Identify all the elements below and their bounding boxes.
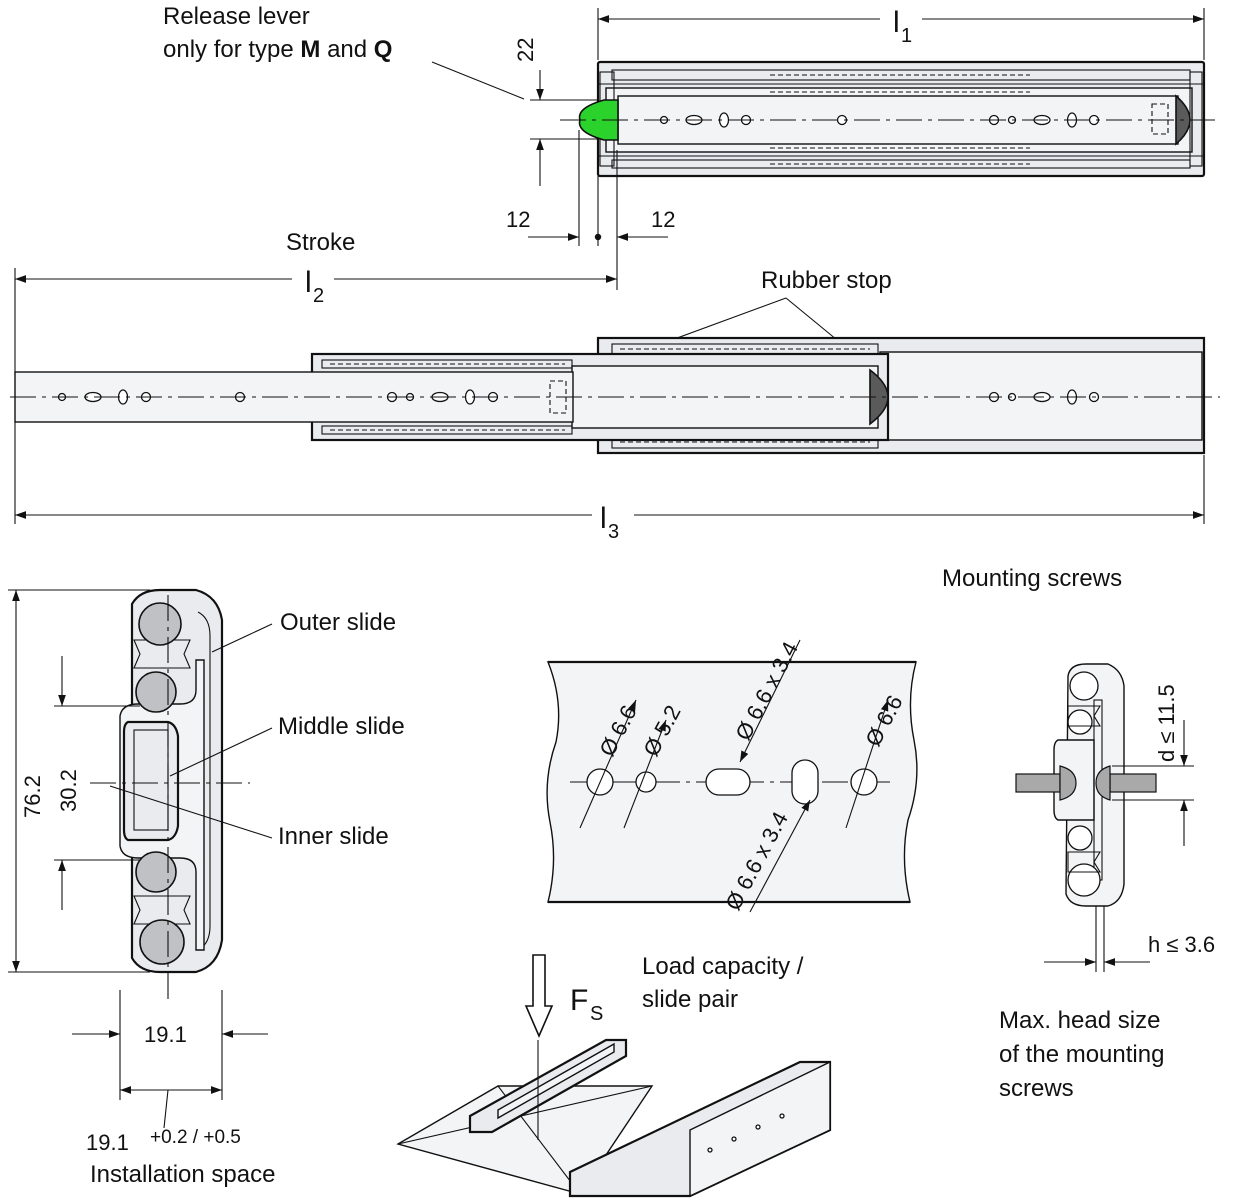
extended-slide-view xyxy=(10,336,1220,455)
max-head-size-line3: screws xyxy=(999,1075,1074,1102)
svg-text:F: F xyxy=(570,984,588,1017)
installation-space-label: Installation space xyxy=(90,1161,275,1188)
svg-text:22: 22 xyxy=(513,38,538,62)
dimension-heights: 76.2 30.2 xyxy=(8,589,150,973)
svg-text:S: S xyxy=(590,1003,603,1025)
release-lever-label: Release lever xyxy=(163,3,310,30)
svg-text:1: 1 xyxy=(901,25,912,47)
mounting-screws-detail: h ≤ 3.6 d ≤ 11.5 xyxy=(1015,663,1215,972)
dimension-l3: l 3 xyxy=(14,422,1205,543)
screw-left xyxy=(1015,773,1061,793)
ball-bottom xyxy=(139,919,185,965)
dimension-width: 19.1 19.1 +0.2 / +0.5 Installation space xyxy=(72,990,275,1188)
svg-text:d ≤ 11.5: d ≤ 11.5 xyxy=(1154,684,1179,762)
svg-text:12: 12 xyxy=(506,207,530,232)
stroke-label: Stroke xyxy=(286,229,355,256)
cross-section xyxy=(90,588,250,1000)
svg-text:76.2: 76.2 xyxy=(20,775,45,818)
rubber-stop-label: Rubber stop xyxy=(761,267,892,294)
slot-vertical xyxy=(791,759,819,805)
drawer-illustration xyxy=(396,1038,832,1198)
hole-pattern-view: Ø 6.6 Ø 5.2 Ø 6.6 x 3.4 Ø 6.6 x 3.4 Ø 6.… xyxy=(546,638,918,914)
inner-slide-label: Inner slide xyxy=(278,823,389,850)
load-force-arrow: F S xyxy=(524,954,603,1039)
dimension-l2: l 2 xyxy=(14,266,617,375)
retracted-slide-view xyxy=(560,60,1215,178)
svg-text:12: 12 xyxy=(651,207,675,232)
svg-text:+0.2 / +0.5: +0.2 / +0.5 xyxy=(150,1127,241,1148)
svg-text:l: l xyxy=(305,266,312,299)
outer-slide-label: Outer slide xyxy=(280,609,396,636)
ball-cage-lower xyxy=(770,147,1030,165)
svg-text:2: 2 xyxy=(313,285,324,307)
middle-slide-leader xyxy=(169,727,273,777)
ball-cage-upper xyxy=(770,74,1030,93)
svg-text:3: 3 xyxy=(608,521,619,543)
svg-text:19.1: 19.1 xyxy=(86,1130,129,1155)
inner-slide-leader xyxy=(109,785,273,839)
max-head-size-line1: Max. head size xyxy=(999,1007,1160,1034)
dimension-lever-offsets: 12 12 xyxy=(506,130,675,290)
release-lever-type-label: only for type M and Q xyxy=(163,36,392,63)
ball-top xyxy=(138,602,182,646)
svg-text:19.1: 19.1 xyxy=(144,1022,187,1047)
svg-text:l: l xyxy=(600,502,607,535)
outer-slide-leader xyxy=(211,623,273,653)
dimension-lever-height: 22 xyxy=(513,38,598,186)
middle-slide-label: Middle slide xyxy=(278,713,405,740)
dimension-l1: l 1 xyxy=(597,6,1205,60)
release-lever-leader xyxy=(431,61,525,100)
ball-upper xyxy=(135,671,177,713)
load-capacity-line2: slide pair xyxy=(642,986,738,1013)
svg-text:l: l xyxy=(893,6,900,39)
max-head-size-line2: of the mounting xyxy=(999,1041,1164,1068)
svg-text:30.2: 30.2 xyxy=(56,769,81,812)
svg-text:h ≤ 3.6: h ≤ 3.6 xyxy=(1148,932,1215,957)
mounting-screws-label: Mounting screws xyxy=(942,565,1122,592)
rubber-stop-extended xyxy=(869,368,889,426)
hole-6-6-right xyxy=(850,768,878,796)
screw-right xyxy=(1109,773,1157,793)
slot-horizontal xyxy=(705,768,751,796)
ball-lower xyxy=(135,851,177,893)
load-capacity-line1: Load capacity / xyxy=(642,953,804,980)
